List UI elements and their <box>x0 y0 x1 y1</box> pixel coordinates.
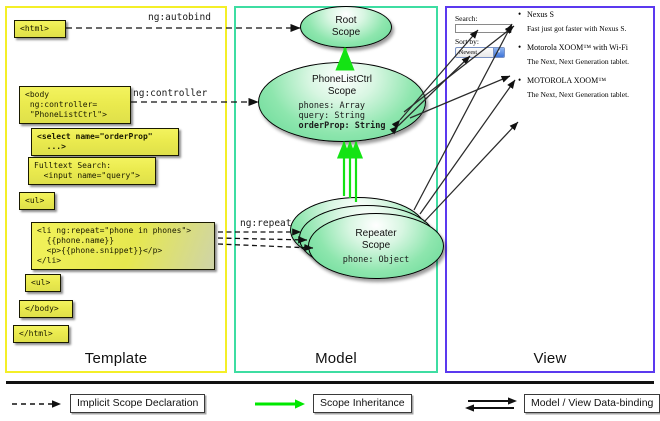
legend-label-implicit-scope-declaration: Implicit Scope Declaration <box>70 394 206 413</box>
scope-prop-phones: phones: Array <box>298 100 366 111</box>
double-arrow-icon <box>465 396 517 412</box>
code-box-ul-open[interactable]: <ul> <box>19 192 55 210</box>
legend-item-model-view-data-binding: Model / View Data-binding <box>464 394 660 413</box>
phone-name[interactable]: MOTOROLA XOOM™ <box>517 75 649 86</box>
code-box-html-close[interactable]: </html> <box>13 325 69 343</box>
legend-item-implicit-scope-declaration: Implicit Scope Declaration <box>10 394 206 413</box>
scope-prop-phone: phone: Object <box>342 254 410 265</box>
legend-label-scope-inheritance: Scope Inheritance <box>313 394 412 413</box>
code-box-li-repeat[interactable]: <li ng:repeat="phone in phones"> {{phone… <box>31 222 215 270</box>
sort-by-selected-value: Newest <box>459 49 477 56</box>
edge-label-ng-autobind: ng:autobind <box>148 12 211 23</box>
edge-label-ng-controller: ng:controller <box>133 88 208 99</box>
search-input[interactable] <box>455 24 511 33</box>
list-item[interactable]: Motorola XOOM™ with Wi-Fi The Next, Next… <box>517 42 649 67</box>
scope-repeater-props: phone: Object <box>343 255 410 265</box>
phone-name[interactable]: Nexus S <box>517 9 649 20</box>
legend-item-scope-inheritance: Scope Inheritance <box>253 394 412 413</box>
code-box-search-input[interactable]: Fulltext Search: <input name="query"> <box>28 157 156 185</box>
column-model: Model <box>234 6 438 373</box>
phone-list: Nexus S Fast just got faster with Nexus … <box>517 9 649 109</box>
code-box-ul-close[interactable]: <ul> <box>25 274 61 292</box>
scope-repeater-title: Repeater Scope <box>355 227 397 251</box>
sort-by-select[interactable]: Newest ▾ <box>455 47 505 58</box>
code-box-body-open[interactable]: <body ng:controller= "PhoneListCtrl"> <box>19 86 131 124</box>
phone-snippet: Fast just got faster with Nexus S. <box>527 24 627 33</box>
phone-snippet: The Next, Next Generation tablet. <box>527 90 630 99</box>
dashed-arrow-icon <box>12 399 61 408</box>
view-sort-group: Sort by: Newest ▾ <box>455 37 505 58</box>
scope-repeater[interactable]: Repeater Scope phone: Object <box>308 213 444 279</box>
legend-divider <box>6 381 654 384</box>
scope-root-title: Root Scope <box>331 15 361 38</box>
sort-by-label: Sort by: <box>455 37 479 46</box>
scope-phonelistctrl-props: phones: Array query: String orderProp: S… <box>299 101 386 131</box>
legend: Implicit Scope Declaration Scope Inherit… <box>0 381 660 421</box>
scope-phonelistctrl-title: PhoneListCtrl Scope <box>311 73 373 97</box>
phone-snippet: The Next, Next Generation tablet. <box>527 57 630 66</box>
green-arrow-icon <box>255 398 305 409</box>
code-box-select[interactable]: <select name="orderProp" ...> <box>31 128 179 156</box>
chevron-updown-icon: ▾ <box>493 48 504 57</box>
edge-label-ng-repeat: ng:repeat <box>240 218 292 229</box>
phone-name[interactable]: Motorola XOOM™ with Wi-Fi <box>517 42 649 53</box>
code-box-html-open[interactable]: <html> <box>14 20 66 38</box>
column-label-view: View <box>533 350 567 367</box>
search-label: Search: <box>455 14 478 23</box>
column-label-template: Template <box>84 350 148 367</box>
code-box-body-close[interactable]: </body> <box>19 300 73 318</box>
list-item[interactable]: MOTOROLA XOOM™ The Next, Next Generation… <box>517 75 649 100</box>
scope-root[interactable]: Root Scope <box>300 6 392 48</box>
list-item[interactable]: Nexus S Fast just got faster with Nexus … <box>517 9 649 34</box>
view-search-group: Search: <box>455 14 511 33</box>
scope-phonelistctrl[interactable]: PhoneListCtrl Scope phones: Array query:… <box>258 62 426 142</box>
column-label-model: Model <box>315 350 357 367</box>
scope-prop-query: query: String <box>298 110 366 121</box>
scope-prop-orderprop: orderProp: String <box>298 120 386 131</box>
legend-label-model-view-data-binding: Model / View Data-binding <box>524 394 660 413</box>
